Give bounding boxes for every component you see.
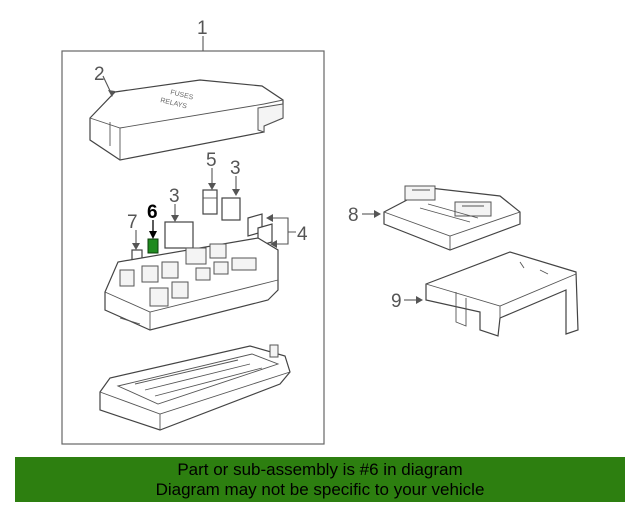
callout-9: 9 bbox=[391, 291, 402, 312]
assembly-frame bbox=[61, 50, 325, 445]
callout-3a: 3 bbox=[230, 158, 241, 179]
callout-5: 5 bbox=[206, 150, 217, 171]
parts-diagram: 1 FUSES RELAYS 2 5 3 3 4 bbox=[61, 18, 579, 445]
arrow-3b bbox=[171, 215, 179, 222]
callout-4: 4 bbox=[297, 224, 308, 245]
arrow-9 bbox=[416, 296, 423, 304]
arrow-6 bbox=[149, 231, 157, 239]
fuse-block bbox=[104, 237, 279, 331]
callout-7: 7 bbox=[127, 212, 138, 233]
banner-line-2: Diagram may not be specific to your vehi… bbox=[155, 480, 485, 499]
info-banner: Part or sub-assembly is #6 in diagram Di… bbox=[15, 457, 625, 502]
callout-6: 6 bbox=[147, 202, 158, 223]
callout-2: 2 bbox=[94, 64, 105, 85]
callout-1: 1 bbox=[197, 18, 208, 39]
callout-3b: 3 bbox=[169, 186, 180, 207]
module-8 bbox=[383, 185, 521, 251]
banner-line-1: Part or sub-assembly is #6 in diagram bbox=[177, 460, 463, 479]
relay-5 bbox=[202, 189, 218, 215]
fuse-box-lower-tray bbox=[99, 344, 291, 431]
arrow-4b bbox=[270, 240, 277, 248]
arrow-7 bbox=[132, 243, 140, 250]
relay-3-small bbox=[221, 197, 241, 221]
arrow-4a bbox=[266, 214, 273, 222]
relay-3-large bbox=[164, 221, 194, 249]
callout-8: 8 bbox=[348, 205, 359, 226]
arrow-8 bbox=[374, 210, 381, 218]
arrow-5 bbox=[208, 183, 216, 190]
arrow-2 bbox=[108, 90, 115, 97]
arrow-3a bbox=[232, 189, 240, 196]
leader-4 bbox=[270, 217, 296, 245]
highlighted-part-6 bbox=[147, 238, 159, 254]
fuse-box-cover: FUSES RELAYS bbox=[89, 79, 284, 161]
bracket-9 bbox=[425, 251, 579, 337]
